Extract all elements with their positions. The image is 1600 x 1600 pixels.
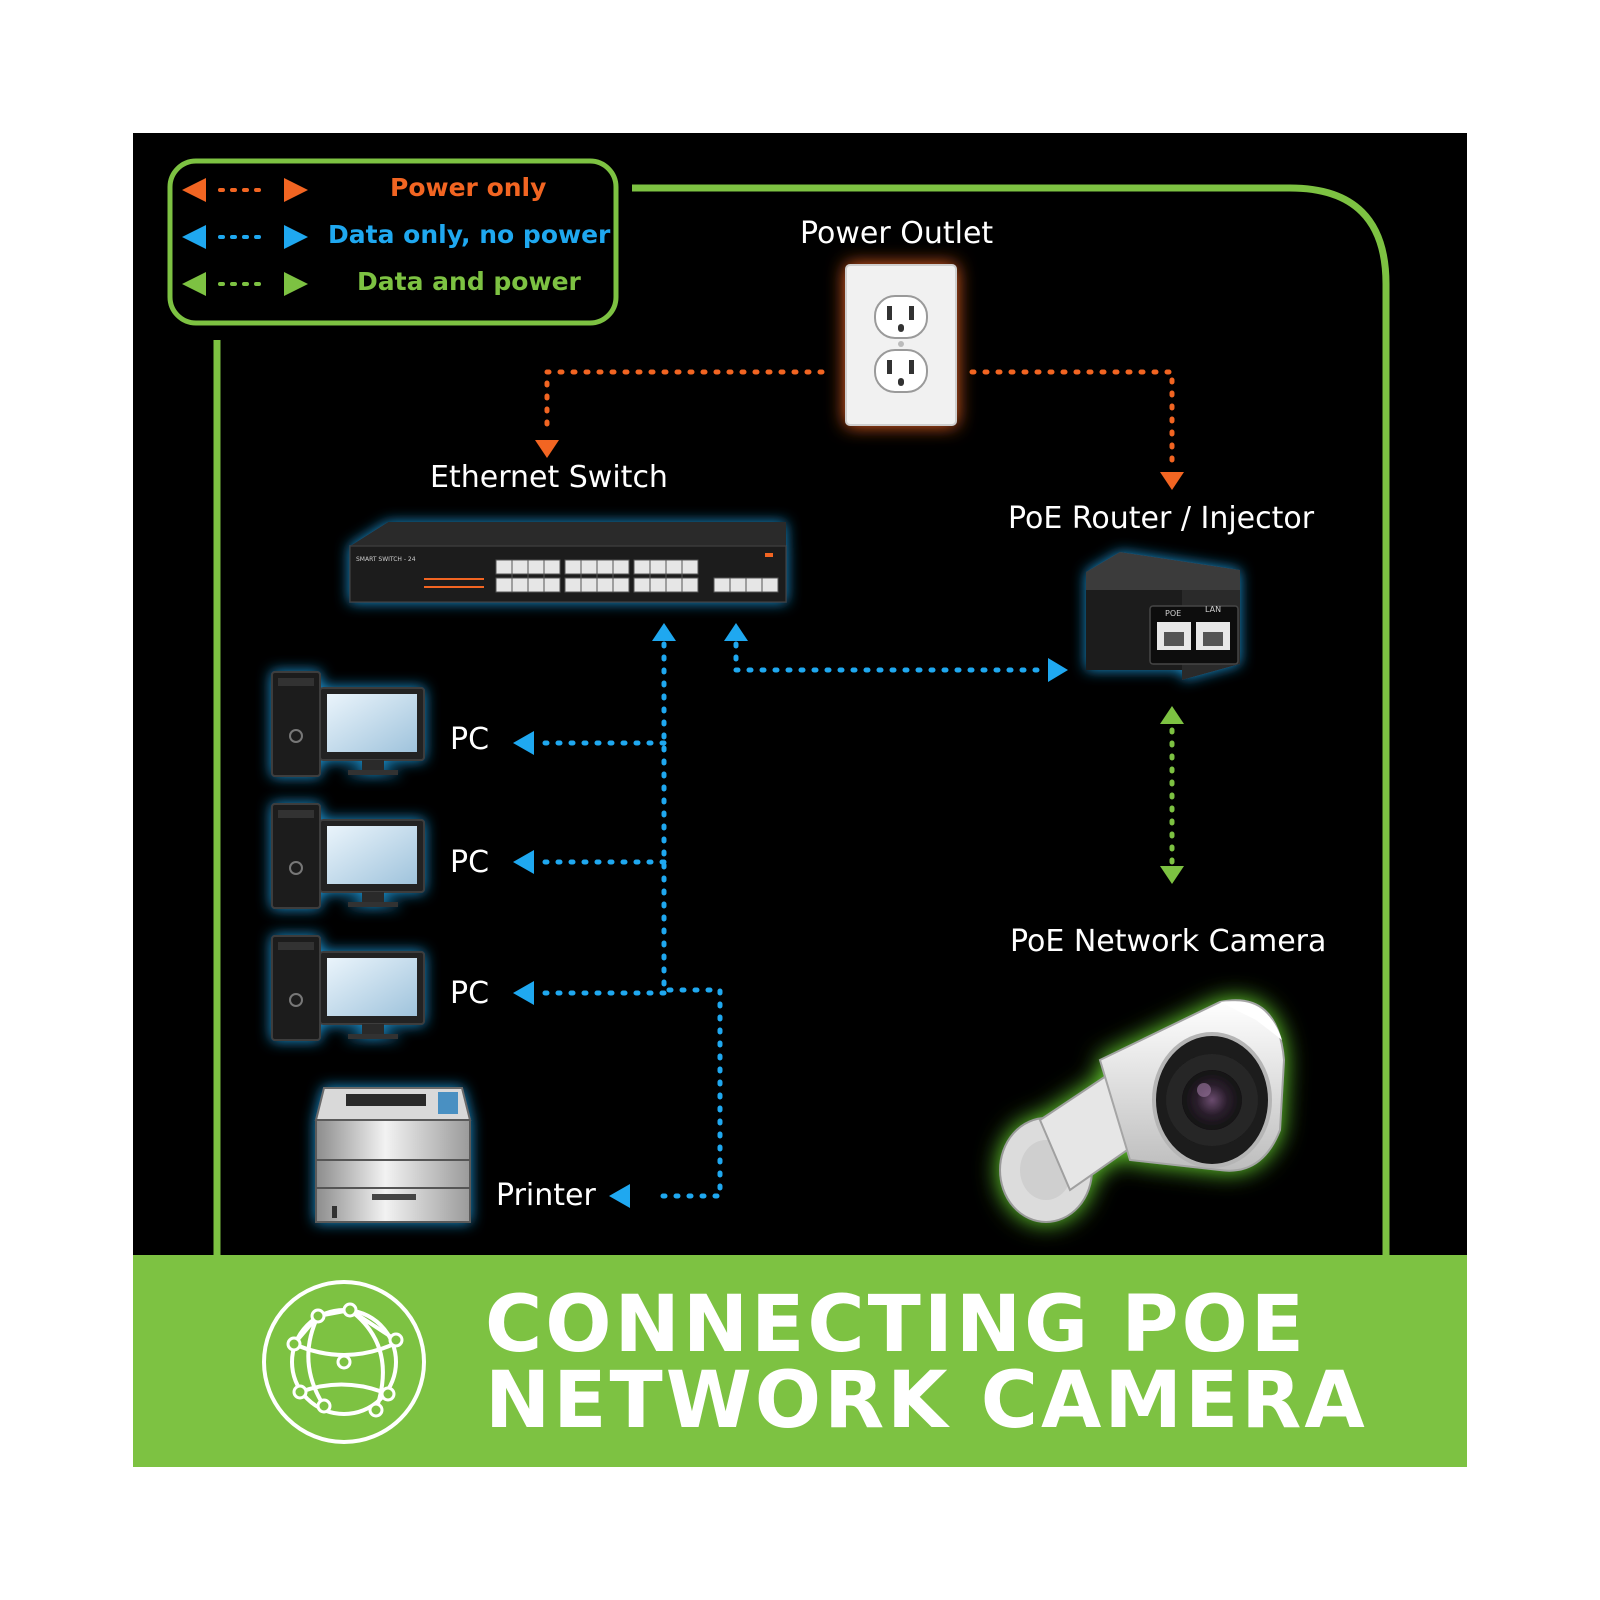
injector-port-lan-label: LAN bbox=[1205, 605, 1221, 614]
legend-data-arrow bbox=[182, 225, 308, 249]
banner-title-line-1: CONNECTING POE bbox=[485, 1280, 1308, 1370]
connection-switch-to-injector bbox=[733, 641, 1051, 673]
arrowhead-injector-up bbox=[1160, 706, 1184, 724]
banner-title-line-2: NETWORK CAMERA bbox=[485, 1356, 1368, 1446]
printer-icon bbox=[314, 1087, 472, 1223]
arrowhead-pc-1 bbox=[513, 731, 534, 755]
arrowhead-switch-port-a bbox=[652, 623, 676, 641]
globe-network-icon bbox=[262, 1280, 426, 1444]
poe-injector-icon bbox=[1086, 552, 1240, 680]
frame-line-right bbox=[632, 184, 1390, 1255]
legend-power-arrow bbox=[182, 178, 308, 202]
pc-1-label: PC bbox=[450, 722, 490, 757]
pc-2-label: PC bbox=[450, 845, 490, 880]
connection-outlet-to-switch bbox=[544, 369, 825, 435]
desktop-pc-icon bbox=[271, 671, 425, 777]
arrowhead-pc-3 bbox=[513, 981, 534, 1005]
legend-data-and-power-label: Data and power bbox=[357, 267, 581, 296]
arrowhead-printer bbox=[609, 1184, 630, 1208]
power-outlet-icon bbox=[845, 264, 957, 426]
legend-power-only-label: Power only bbox=[390, 173, 547, 202]
arrowhead-injector-lan bbox=[1048, 658, 1068, 682]
pc-3-label: PC bbox=[450, 976, 490, 1011]
injector-port-poe-label: POE bbox=[1165, 609, 1181, 618]
printer-label: Printer bbox=[496, 1178, 596, 1213]
legend-box bbox=[167, 158, 619, 326]
bullet-camera-icon bbox=[999, 999, 1286, 1223]
title-banner bbox=[133, 1255, 1467, 1467]
arrowhead-pc-2 bbox=[513, 850, 534, 874]
desktop-pc-icon bbox=[271, 935, 425, 1041]
power-outlet-label: Power Outlet bbox=[800, 216, 994, 251]
poe-injector-label: PoE Router / Injector bbox=[1008, 501, 1315, 536]
switch-model-label: SMART SWITCH - 24 bbox=[356, 556, 416, 563]
arrowhead-to-switch bbox=[535, 440, 559, 458]
arrowhead-camera-down bbox=[1160, 866, 1184, 884]
ethernet-switch-icon bbox=[349, 522, 787, 603]
arrowhead-switch-port-b bbox=[724, 623, 748, 641]
desktop-pc-icon bbox=[271, 803, 425, 909]
legend-data-power-arrow bbox=[182, 272, 308, 296]
arrowhead-to-injector bbox=[1160, 472, 1184, 490]
connection-outlet-to-injector bbox=[969, 369, 1175, 469]
camera-label: PoE Network Camera bbox=[1010, 924, 1327, 959]
connection-switch-trunk bbox=[649, 641, 723, 1199]
legend-data-only-label: Data only, no power bbox=[328, 220, 611, 249]
ethernet-switch-label: Ethernet Switch bbox=[430, 460, 668, 495]
